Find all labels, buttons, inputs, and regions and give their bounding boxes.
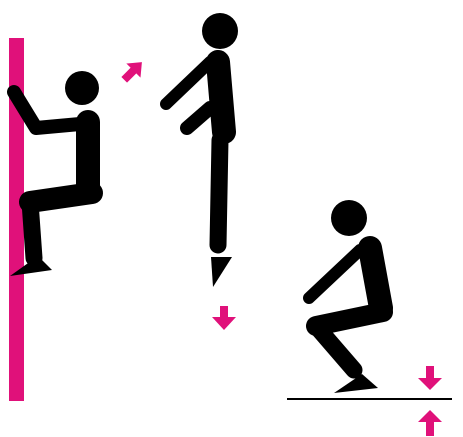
climber-thigh (30, 193, 92, 202)
compress-arrow-down-icon (418, 366, 442, 390)
squatter-thigh (316, 312, 383, 326)
squatter-torso (370, 248, 381, 308)
jumper-leg (218, 140, 220, 245)
landing-panel (287, 200, 452, 436)
climber-head (65, 71, 99, 105)
compress-arrows-icon (418, 366, 442, 436)
down-arrow-icon (212, 306, 236, 330)
squatter-shin (316, 326, 354, 370)
jumper-head (202, 13, 238, 49)
jumping-panel (166, 13, 238, 330)
jumping-figure (166, 13, 238, 287)
jumper-arm-front (187, 108, 210, 128)
squatter-head (331, 200, 367, 236)
climbing-panel (9, 38, 149, 401)
squatter-arm (309, 250, 360, 298)
jumper-torso (218, 62, 224, 132)
compress-arrow-up-icon (418, 410, 442, 436)
climber-shin (30, 202, 34, 258)
up-right-arrow-icon (117, 55, 149, 87)
jumper-arm-back (166, 62, 210, 104)
jumper-foot (211, 257, 232, 287)
squatting-figure (309, 200, 383, 393)
